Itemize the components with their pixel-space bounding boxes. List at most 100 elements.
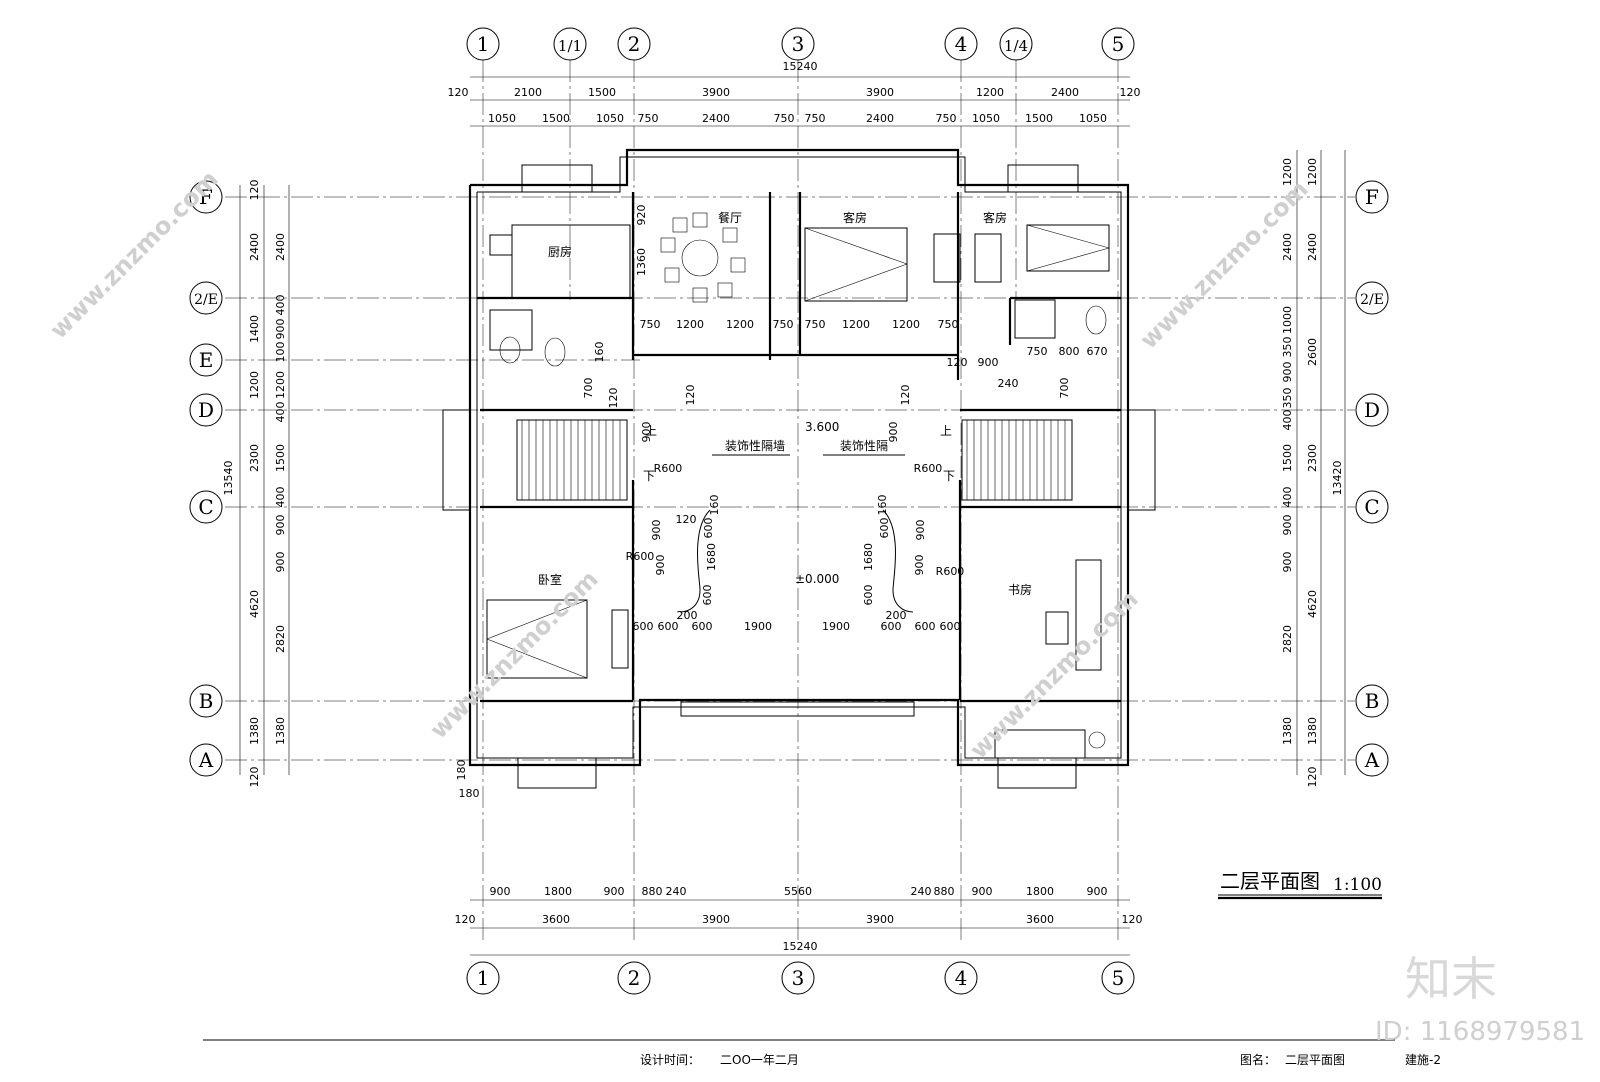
room-guest-1: 客房	[843, 210, 867, 225]
axis-label-left-2E: 2/E	[194, 292, 218, 308]
dining-chair	[730, 257, 746, 273]
dim-right-inner: 2400	[1281, 233, 1294, 261]
axis-bubbles-left: F 2/E E D C B A	[189, 180, 223, 777]
axis-label-top-1-4: 1/4	[1004, 37, 1028, 55]
dim-bottom-row1: 880	[934, 885, 955, 898]
dim-interior: 750	[1027, 345, 1048, 358]
dim-right-outer: 1380	[1306, 717, 1319, 745]
dim-left-inner: 900	[274, 319, 287, 340]
watermark-id: ID: 1168979581	[1375, 1017, 1585, 1047]
dim-bottom-row1: 1800	[544, 885, 572, 898]
dim-bottom-row1: 5560	[784, 885, 812, 898]
elevation-upper: 3.600	[805, 420, 839, 434]
dim-top-row2: 750	[805, 112, 826, 125]
room-guest-2: 客房	[983, 210, 1007, 225]
dining-chair	[722, 227, 738, 243]
footer-design-time-label: 设计时间：	[640, 1053, 700, 1067]
dim-top-row1: 1500	[588, 86, 616, 99]
dim-interior: 600	[878, 518, 891, 539]
dim-interior: 1200	[892, 318, 920, 331]
dim-interior: 900	[887, 422, 900, 443]
dim-right-outer: 120	[1306, 767, 1319, 788]
dim-left-inner: 400	[274, 295, 287, 316]
dim-bottom-row1: 900	[490, 885, 511, 898]
dining-chair	[692, 212, 708, 228]
dim-left-inner: 400	[274, 487, 287, 508]
axis-label-bottom-4: 4	[955, 966, 968, 990]
dim-left-inner: 900	[274, 515, 287, 536]
dim-interior: 180	[455, 760, 468, 781]
dim-interior: 700	[582, 378, 595, 399]
axis-bubble-bottom-3	[781, 961, 815, 995]
dim-interior: 180	[459, 787, 480, 800]
dim-top-row1: 120	[1120, 86, 1141, 99]
axis-label-right-A: A	[1364, 748, 1380, 772]
axis-bubble-right-B	[1355, 684, 1389, 718]
dim-interior: 900	[913, 555, 926, 576]
axis-bubble-left-D	[189, 393, 223, 427]
axis-bubble-left-B	[189, 684, 223, 718]
dim-top-row2: 750	[774, 112, 795, 125]
axis-bubbles-top: 1 1/1 2 3 4 1/4 5	[466, 27, 1135, 61]
label-stair-up-1: 上	[645, 424, 657, 438]
axis-bubble-top-1-4	[999, 27, 1033, 61]
dim-interior: 240	[998, 377, 1019, 390]
dim-bottom-row1: 900	[1087, 885, 1108, 898]
axis-label-bottom-1: 1	[477, 966, 490, 990]
dim-right-outer: 4620	[1306, 590, 1319, 618]
dim-right-inner: 900	[1281, 362, 1294, 383]
axis-label-top-3: 3	[792, 32, 805, 56]
dim-interior: 1680	[862, 543, 875, 571]
dim-right-inner: 1000	[1281, 306, 1294, 334]
watermark-site-1: www.znzmo.com	[44, 165, 223, 344]
dim-top-row2: 1500	[1025, 112, 1053, 125]
dim-top-row1: 2400	[1051, 86, 1079, 99]
dim-right-outer: 2300	[1306, 444, 1319, 472]
dim-interior: 1200	[726, 318, 754, 331]
dim-interior: 600	[692, 620, 713, 633]
dimension-lines	[239, 76, 1346, 956]
dim-interior: 200	[886, 609, 907, 622]
dim-interior: R600	[914, 462, 943, 475]
axis-bubble-right-F	[1355, 180, 1389, 214]
footer-name-label: 图名：	[1240, 1052, 1276, 1067]
drawing-scale: 1:100	[1333, 875, 1382, 895]
dim-interior: 1360	[635, 248, 648, 276]
dim-left-outer: 1400	[248, 315, 261, 343]
dim-top-row1: 2100	[514, 86, 542, 99]
dim-top-row2: 2400	[702, 112, 730, 125]
axis-label-bottom-2: 2	[628, 966, 641, 990]
dim-right-inner: 400	[1281, 487, 1294, 508]
dim-right-inner: 350	[1281, 388, 1294, 409]
dim-bottom-row1: 900	[604, 885, 625, 898]
dim-left-inner: 1200	[274, 371, 287, 399]
room-dining: 餐厅	[718, 210, 742, 225]
axis-bubble-top-1	[466, 27, 500, 61]
axis-label-top-1-1: 1/1	[558, 37, 582, 55]
axis-bubble-right-C	[1355, 490, 1389, 524]
dim-interior: 120	[684, 385, 697, 406]
dim-right-total: 13420	[1331, 461, 1344, 496]
dim-left-outer: 2300	[248, 444, 261, 472]
dim-left-inner: 1380	[274, 717, 287, 745]
dim-right-inner: 350	[1281, 337, 1294, 358]
dim-right-outer: 1200	[1306, 158, 1319, 186]
axis-label-right-F: F	[1365, 185, 1379, 209]
footer-design-time-value: 二OO一年二月	[720, 1053, 799, 1067]
dining-chair	[672, 217, 688, 233]
dim-left-inner: 2820	[274, 625, 287, 653]
dim-bottom-row1: 240	[911, 885, 932, 898]
dim-bottom-row2: 3600	[542, 913, 570, 926]
dim-top-row2: 2400	[866, 112, 894, 125]
axis-label-top-5: 5	[1112, 32, 1125, 56]
dim-bottom-row1: 880	[642, 885, 663, 898]
footer-name-value: 二层平面图	[1285, 1053, 1345, 1067]
dim-top-total: 15240	[783, 60, 818, 73]
watermark-site-3: www.znzmo.com	[424, 565, 603, 744]
dim-right-inner: 900	[1281, 515, 1294, 536]
dim-right-inner: 1380	[1281, 717, 1294, 745]
dim-interior: 1900	[744, 620, 772, 633]
watermark-logo: 知末	[1405, 952, 1497, 1006]
